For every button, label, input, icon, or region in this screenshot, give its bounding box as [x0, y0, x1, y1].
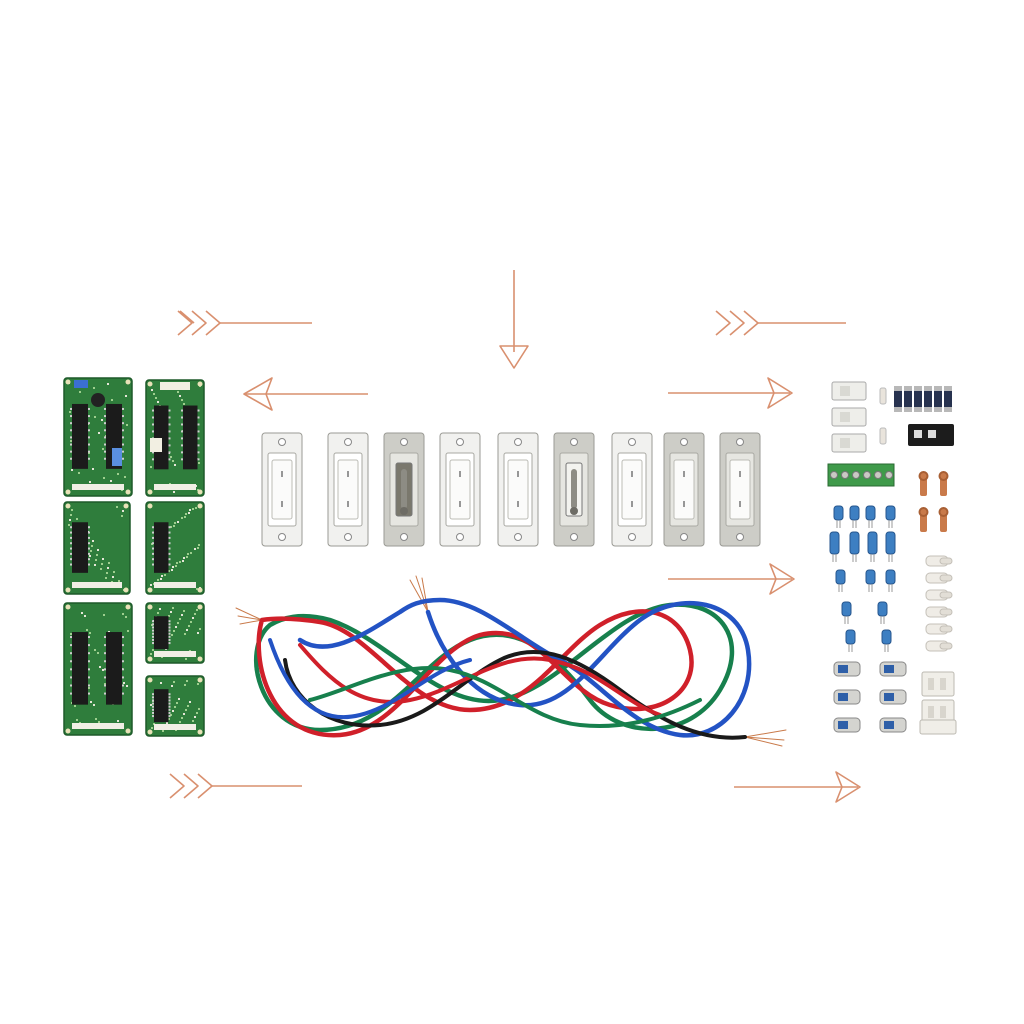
small-components-group: [827, 381, 957, 735]
rivet: [833, 661, 861, 677]
wall-switches-group: [261, 432, 761, 547]
insulator: [879, 387, 887, 405]
wall-switch: [719, 432, 761, 547]
ic-chip: [154, 689, 169, 723]
circuit-board: [63, 501, 131, 595]
capacitor: [833, 505, 844, 528]
rivet: [879, 717, 907, 733]
wall-switch: [663, 432, 705, 547]
white-connector: [831, 381, 867, 401]
capacitor: [849, 531, 860, 562]
fuse: [914, 386, 922, 412]
capacitor: [829, 531, 840, 562]
fuse: [924, 386, 932, 412]
capacitor: [849, 505, 860, 528]
insulator-sleeve: [925, 606, 953, 618]
capacitor: [885, 531, 896, 562]
arrow-right-middle-icon: [668, 563, 795, 595]
wire-bundle: [235, 575, 787, 747]
arrow-right-upper-icon: [668, 377, 793, 409]
crimp-terminal: [918, 507, 929, 532]
rivet: [879, 689, 907, 705]
rivet: [833, 717, 861, 733]
flow-arrows: [169, 270, 861, 803]
ic-chip: [72, 522, 88, 573]
capacitor: [865, 505, 876, 528]
circuit-board: [145, 675, 205, 737]
arrow-down-icon: [499, 270, 529, 369]
ic-chip: [72, 403, 88, 469]
plastic-clip: [921, 671, 955, 697]
fuse: [894, 386, 902, 412]
insulator-sleeve: [925, 572, 953, 584]
wall-switch: [497, 432, 539, 547]
chevron-right-top-right-icon: [715, 310, 846, 336]
wire-blue: [297, 597, 752, 738]
ic-chip: [106, 632, 122, 705]
crimp-terminal: [918, 471, 929, 496]
capacitor: [881, 629, 892, 652]
capacitor: [885, 569, 896, 592]
insulator-sleeve: [925, 589, 953, 601]
ic-chip: [154, 522, 169, 573]
ic-chip: [72, 632, 88, 705]
wall-switch: [327, 432, 369, 547]
circuit-boards-group: [63, 377, 205, 737]
chevron-right-top-left-icon: [177, 310, 312, 336]
rivet: [879, 661, 907, 677]
wire-green: [254, 602, 735, 733]
insulator-sleeve: [925, 623, 953, 635]
insulator-sleeve: [925, 640, 953, 652]
capacitor: [865, 569, 876, 592]
terminal-block: [827, 463, 895, 487]
chevron-right-bottom-left-icon: [169, 773, 302, 799]
crimp-terminal: [938, 471, 949, 496]
capacitor: [885, 505, 896, 528]
circuit-board: [145, 501, 205, 595]
capacitor: [841, 601, 852, 624]
fuse: [934, 386, 942, 412]
circuit-board: [145, 602, 205, 664]
circuit-board: [145, 379, 205, 497]
ic-chip: [183, 405, 198, 470]
wall-switch: [439, 432, 481, 547]
fuse: [944, 386, 952, 412]
insulator-sleeve: [925, 555, 953, 567]
circuit-board: [63, 602, 133, 736]
insulator: [879, 427, 887, 445]
fuse: [904, 386, 912, 412]
circuit-board: [63, 377, 133, 497]
capacitor: [835, 569, 846, 592]
capacitor: [845, 629, 856, 652]
rivet: [833, 689, 861, 705]
arrow-left-icon: [243, 377, 368, 411]
white-connector: [831, 433, 867, 453]
capacitor: [867, 531, 878, 562]
ic-chip: [154, 405, 169, 470]
wall-switch: [261, 432, 303, 547]
ic-chip: [154, 616, 169, 650]
capacitor: [877, 601, 888, 624]
white-connector: [831, 407, 867, 427]
wall-switch: [383, 432, 425, 547]
plastic-clip: [919, 719, 957, 735]
crimp-terminal: [938, 507, 949, 532]
arrow-right-bottom-icon: [734, 771, 861, 803]
wall-switch: [553, 432, 595, 547]
wall-switch: [611, 432, 653, 547]
